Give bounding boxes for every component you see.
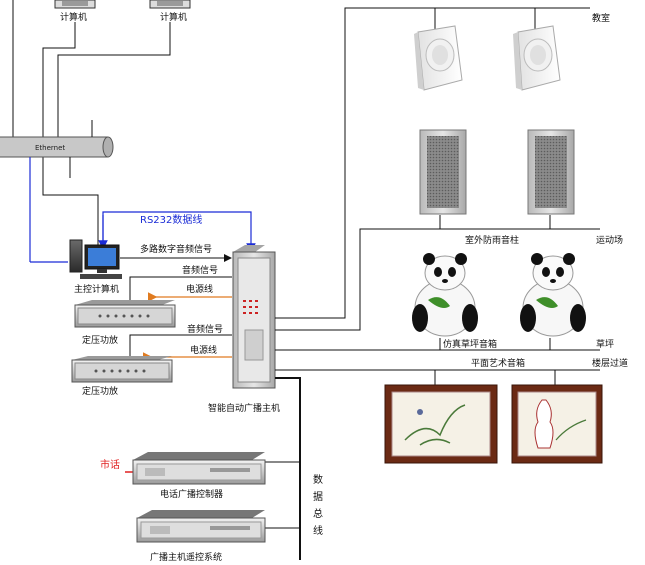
svg-text:数: 数 — [313, 473, 323, 486]
sports-field-label: 运动场 — [596, 235, 623, 246]
audio-signal-label-1: 音频信号 — [182, 264, 218, 276]
main-pc-icon — [69, 239, 122, 279]
audio-signal-label-2: 音频信号 — [187, 323, 223, 335]
computer-icon — [54, 0, 96, 9]
amplifier-2 — [71, 356, 173, 383]
art-speaker-1 — [384, 384, 498, 464]
phone-controller-unit — [132, 452, 266, 485]
svg-text:线: 线 — [313, 524, 323, 537]
wall-speaker-2 — [513, 25, 561, 91]
column-speaker-2 — [527, 129, 575, 215]
phone-controller-label: 电话广播控制器 — [160, 488, 223, 500]
connector-line — [42, 22, 99, 245]
remote-system-label: 广播主机遥控系统 — [150, 551, 222, 563]
flat-art-label: 平面艺术音箱 — [471, 357, 525, 369]
phone-label: 市话 — [100, 458, 120, 471]
svg-text:据: 据 — [313, 490, 323, 503]
panda-speaker-1 — [412, 253, 478, 337]
lawn-speaker-label: 仿真草坪音箱 — [443, 338, 497, 350]
amp-label-2: 定压功放 — [82, 385, 118, 397]
rs232-label: RS232数据线 — [140, 213, 202, 226]
column-speaker-1 — [419, 129, 467, 215]
power-line-label-2: 电源线 — [190, 344, 217, 356]
outdoor-column-label: 室外防雨音柱 — [465, 234, 519, 246]
computer-label-1: 计算机 — [60, 11, 87, 23]
remote-system-unit — [136, 510, 266, 543]
svg-text:总: 总 — [313, 507, 323, 520]
power-line-label-1: 电源线 — [186, 283, 213, 295]
data-bus-label: 数 据 总 线 — [313, 473, 323, 537]
main-pc-label: 主控计算机 — [74, 283, 119, 295]
panda-speaker-2 — [520, 253, 586, 337]
main-host-label: 智能自动广播主机 — [208, 402, 280, 414]
computer-icon — [149, 0, 191, 9]
main-host-unit — [232, 245, 276, 389]
art-speaker-2 — [511, 384, 603, 464]
ethernet-bus — [0, 136, 114, 158]
corridor-label: 楼层过道 — [592, 357, 628, 369]
ethernet-label: Ethernet — [35, 144, 65, 152]
computer-label-2: 计算机 — [160, 11, 187, 23]
amplifier-1 — [74, 300, 176, 328]
amp-label-1: 定压功放 — [82, 334, 118, 346]
wall-speaker-1 — [414, 25, 463, 91]
classroom-label: 教室 — [592, 12, 610, 24]
multi-audio-label: 多路数字音频信号 — [140, 243, 212, 255]
lawn-label: 草坪 — [596, 338, 614, 350]
connector-line — [57, 22, 171, 150]
